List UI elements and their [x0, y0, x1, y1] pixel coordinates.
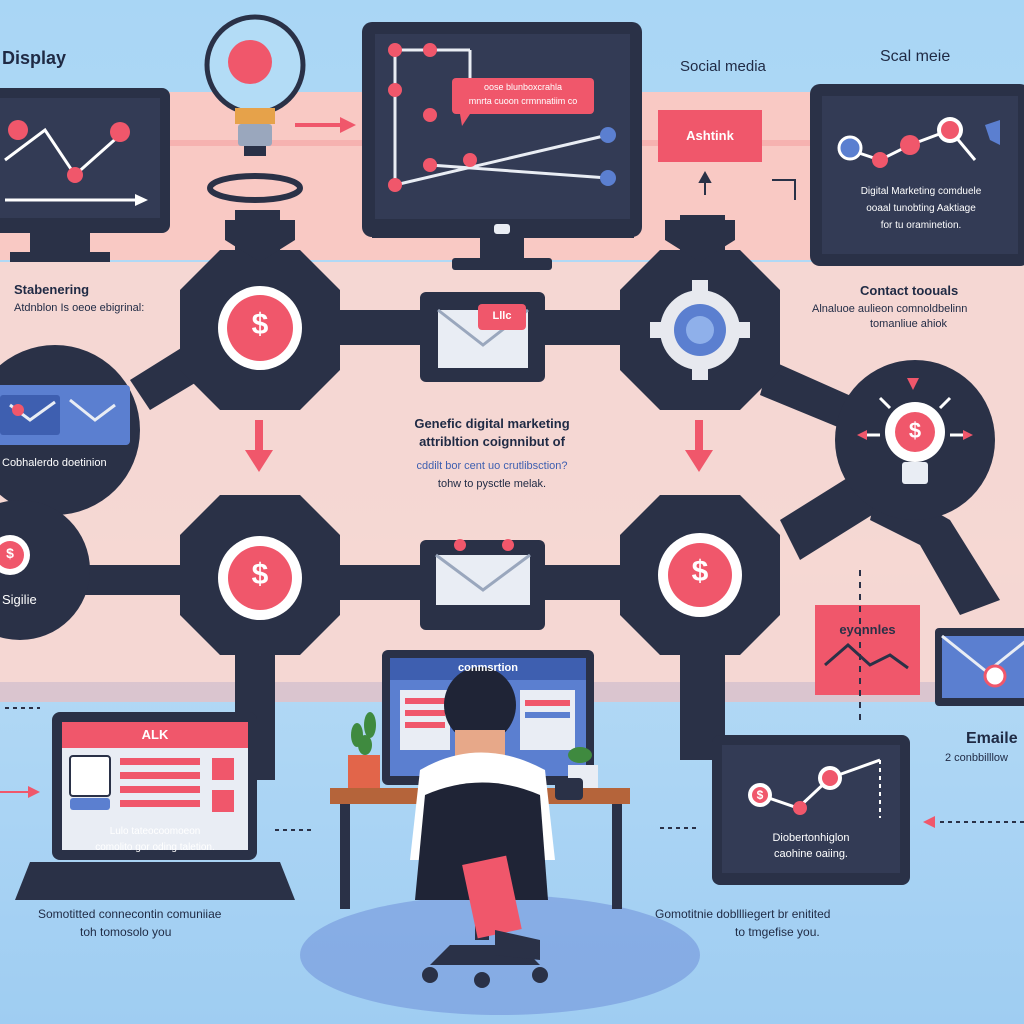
right-monitor-line1: Digital Marketing comduele — [860, 186, 982, 197]
label-left-card: Cobhalerdo doetinion — [2, 457, 107, 469]
display-monitor — [0, 88, 170, 262]
envelope-bottom — [420, 539, 545, 630]
right-card-tag: eyonnles — [839, 622, 896, 637]
left-card — [0, 345, 140, 515]
bottom-left-caption1: Somotitted connecontin comuniiae — [38, 907, 222, 921]
right-pink-card — [815, 605, 920, 695]
dollar-icon-top: $ — [251, 308, 269, 341]
label-stabenering-sub: Atdnblon Is oeoe ebigrinal: — [14, 302, 145, 314]
center-sub-line2: tohw to pysctle melak. — [437, 478, 547, 490]
label-emails-sub: 2 conbbilllow — [945, 752, 1008, 764]
lightbulb-icon — [204, 14, 306, 203]
desk-scene — [330, 650, 630, 988]
center-title-line2: attribltion coignnibut of — [419, 434, 565, 449]
chevron-top-left — [225, 220, 295, 262]
dollar-icon-left-edge: $ — [6, 545, 14, 561]
social-tag — [658, 110, 762, 162]
bottom-right-caption1: Gomotitnie dobllliegert br enitited — [655, 907, 831, 921]
right-monitor — [810, 84, 1024, 266]
bottom-right-monitor — [712, 735, 910, 885]
label-emails: Emaile — [966, 730, 1018, 747]
right-monitor-line2: ooaal tunobting Aaktiage — [866, 203, 976, 214]
label-display: Display — [2, 48, 67, 68]
laptop-header-label: ALK — [141, 727, 169, 742]
label-contact-tools-sub2: tomanliue ahiok — [870, 318, 948, 330]
arrow-to-monitor — [295, 117, 356, 133]
dollar-icon-bottom-right: $ — [691, 555, 709, 588]
bottom-right-monitor-line2: caohine oaiing. — [773, 848, 848, 860]
dollar-icon-bulb: $ — [908, 418, 922, 443]
right-bulb-node — [835, 360, 995, 520]
center-monitor — [362, 22, 642, 270]
right-monitor-line3: for tu oraminetion. — [880, 220, 962, 231]
center-sub-line1: cddilt bor cent uo crutlibsction? — [416, 460, 568, 472]
label-scal-meie: Scal meie — [880, 48, 951, 65]
arrow-into-bottom-right — [923, 816, 1024, 828]
bottom-right-monitor-line1: Diobertonhiglon — [772, 832, 850, 844]
laptop-line2: comolito gor oding taletion. — [95, 842, 215, 853]
down-arrows — [245, 420, 713, 472]
social-tag-label: Ashtink — [686, 128, 734, 143]
dollar-coins — [218, 286, 742, 620]
label-left-edge: Sigilie — [2, 592, 37, 607]
bottom-left-caption2: toh tomosolo you — [80, 925, 172, 939]
right-envelope — [935, 628, 1024, 706]
envelope-tag-label: Lllc — [492, 310, 512, 322]
dollar-icon-bottom-left: $ — [251, 558, 269, 591]
label-contact-tools: Contact toouals — [860, 283, 959, 298]
dashed-arrows-left — [0, 707, 700, 831]
dollar-icon-chart: $ — [756, 788, 764, 802]
label-contact-tools-sub1: Alnaluoe aulieon comnoldbelinn — [812, 303, 968, 315]
chevron-top-right — [665, 220, 735, 262]
center-monitor-bubble-line1: oose blunboxcrahla — [483, 82, 563, 92]
center-monitor-bubble-line2: mnrta cuoon crmnnatiim co — [468, 96, 578, 106]
social-arrows — [698, 170, 796, 200]
bottom-right-caption2: to tmgefise you. — [735, 925, 820, 939]
label-stabenering: Stabenering — [14, 282, 90, 297]
label-social-media: Social media — [680, 58, 766, 75]
desk-monitor-header: conmsrtion — [458, 662, 518, 674]
gear-icon — [650, 280, 750, 380]
left-edge-node — [0, 500, 90, 640]
laptop-line1: Lulo tateocoomoeon — [109, 826, 201, 837]
center-title-line1: Genefic digital marketing — [414, 416, 570, 431]
left-laptop — [15, 712, 295, 900]
envelope-top — [420, 292, 545, 382]
